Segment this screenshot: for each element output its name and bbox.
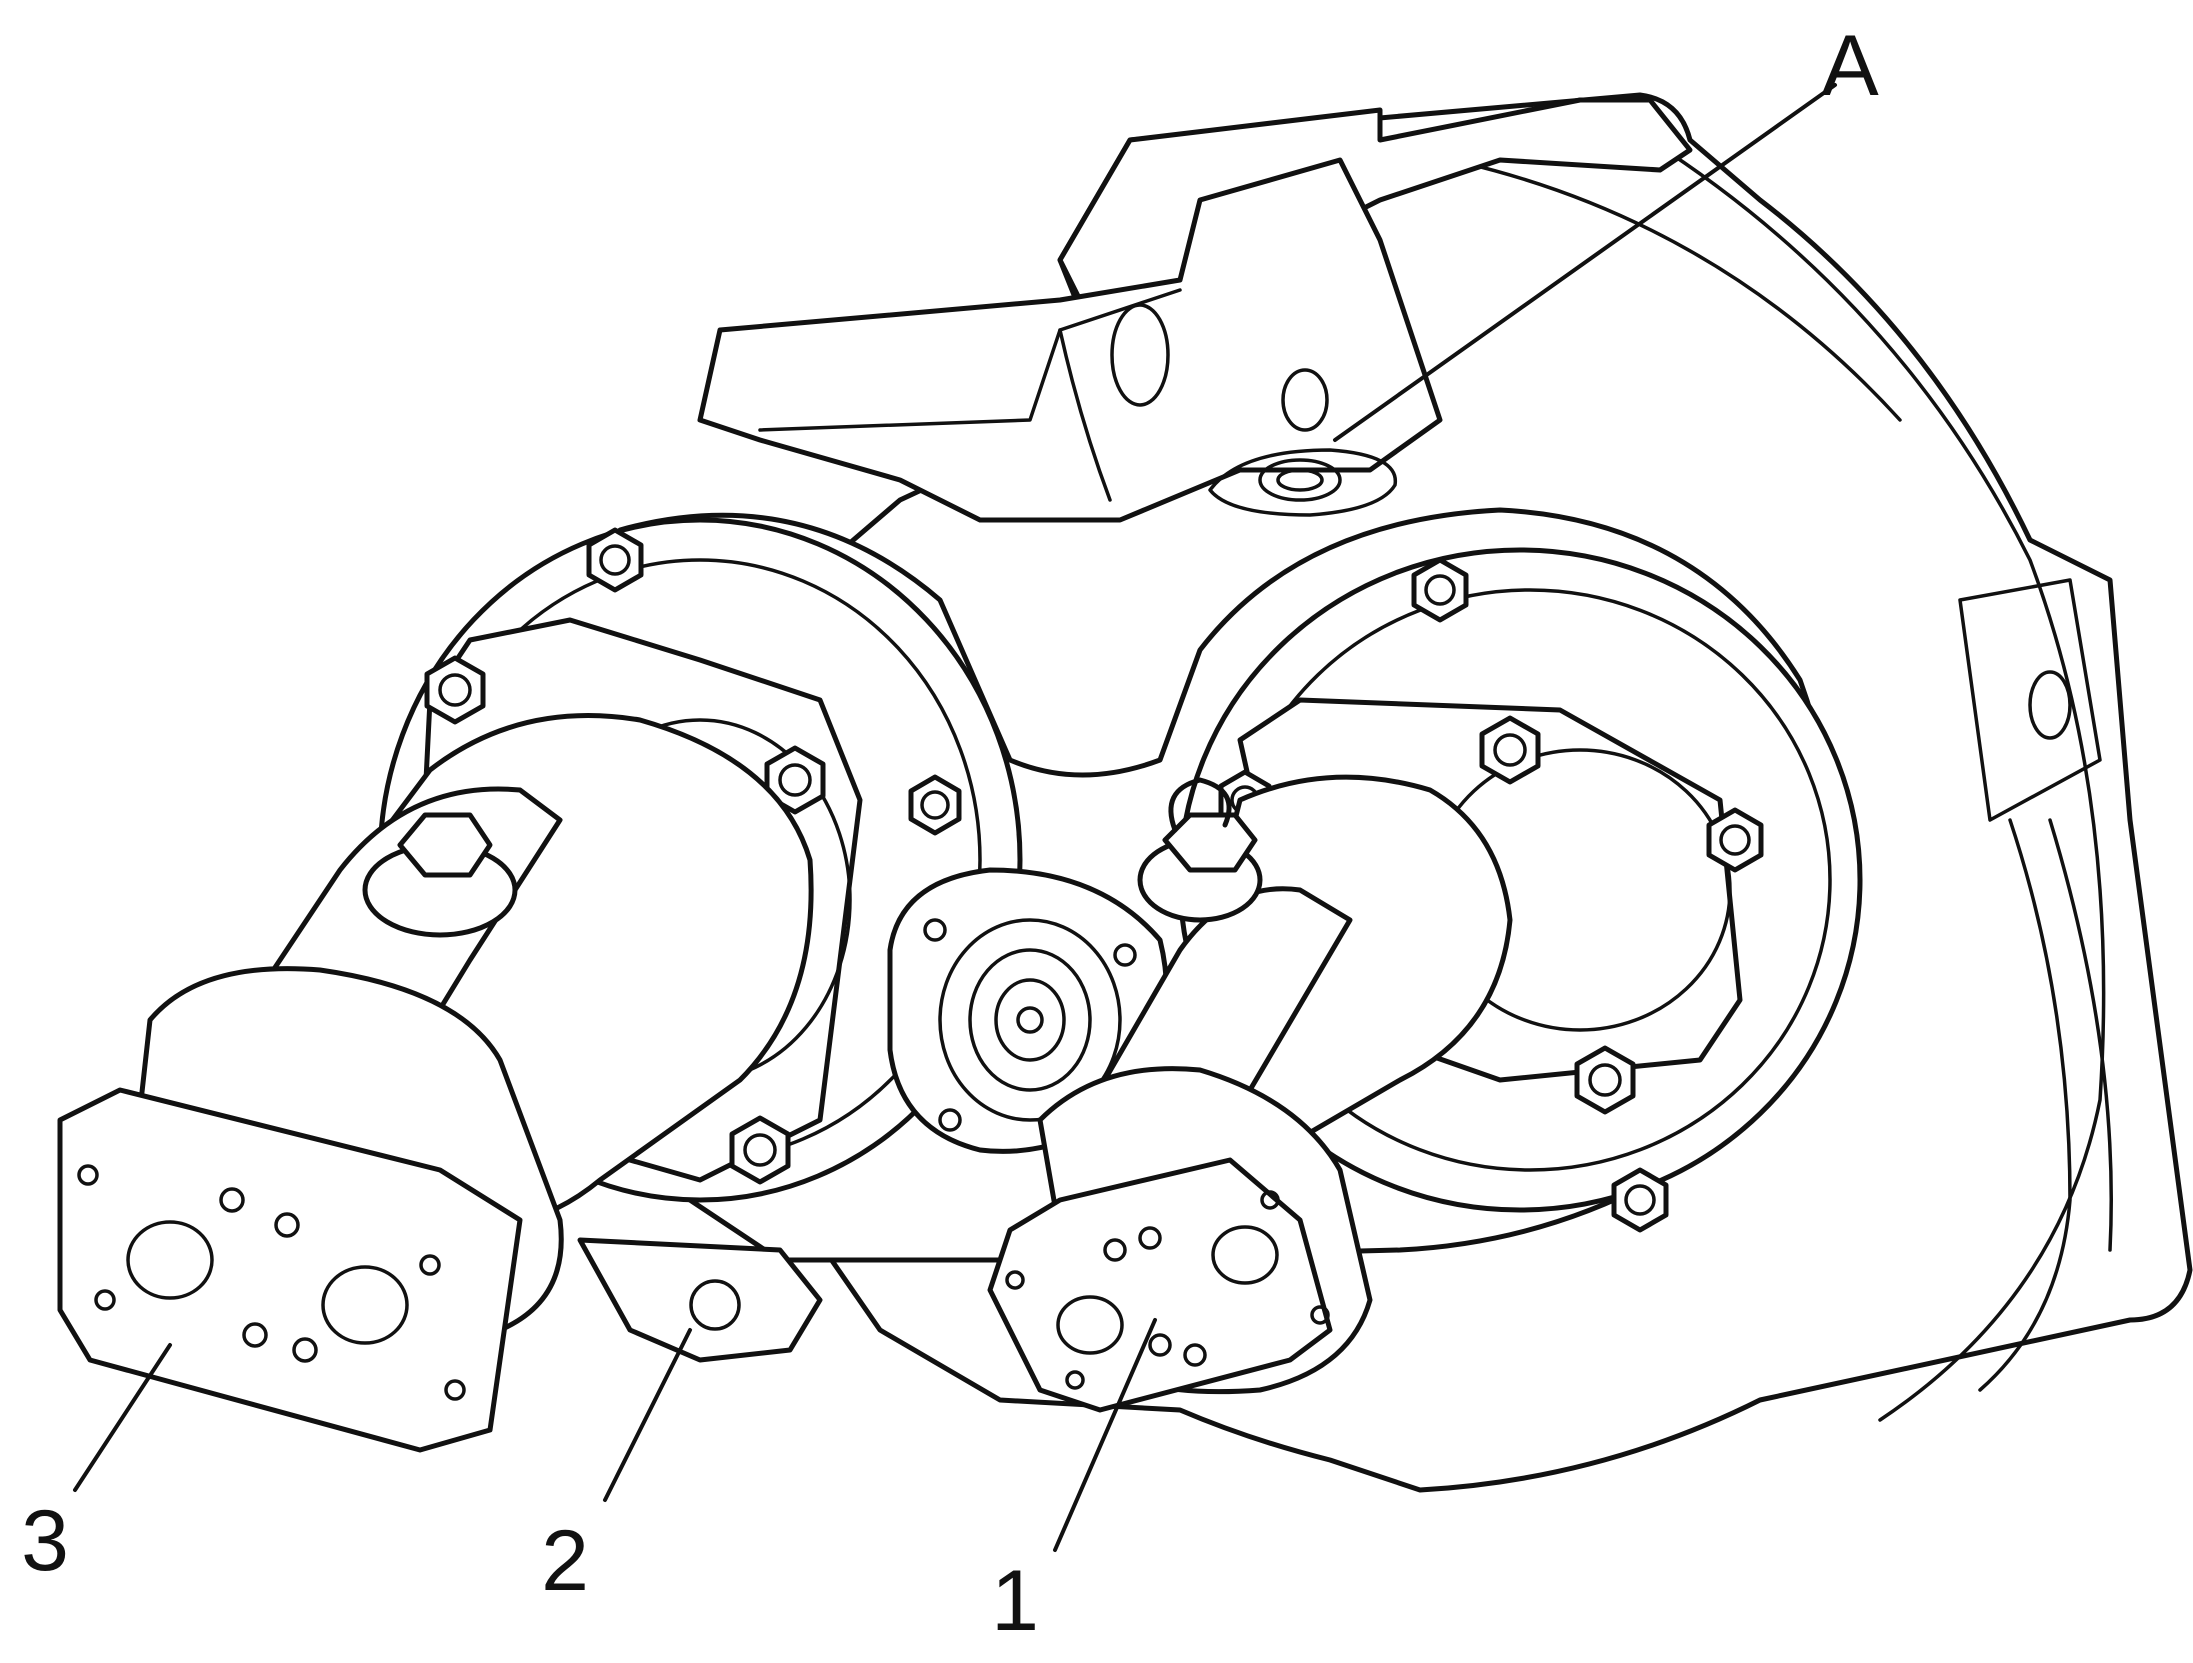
top-bracket bbox=[697, 97, 1693, 523]
bottom-lug bbox=[577, 1237, 823, 1363]
callout-1: 1 bbox=[991, 1553, 1039, 1649]
leader-2 bbox=[603, 1328, 692, 1502]
leader-A bbox=[1333, 83, 1837, 442]
callout-A: A bbox=[1821, 18, 1879, 114]
callout-2: 2 bbox=[541, 1513, 589, 1609]
leader-1 bbox=[1053, 1318, 1157, 1552]
leader-lines bbox=[73, 83, 1837, 1552]
right-pump bbox=[987, 774, 1513, 1413]
callout-labels: A 1 2 3 bbox=[21, 18, 1879, 1649]
left-pump bbox=[57, 713, 814, 1453]
callout-3: 3 bbox=[21, 1493, 69, 1589]
leader-3 bbox=[73, 1343, 172, 1492]
